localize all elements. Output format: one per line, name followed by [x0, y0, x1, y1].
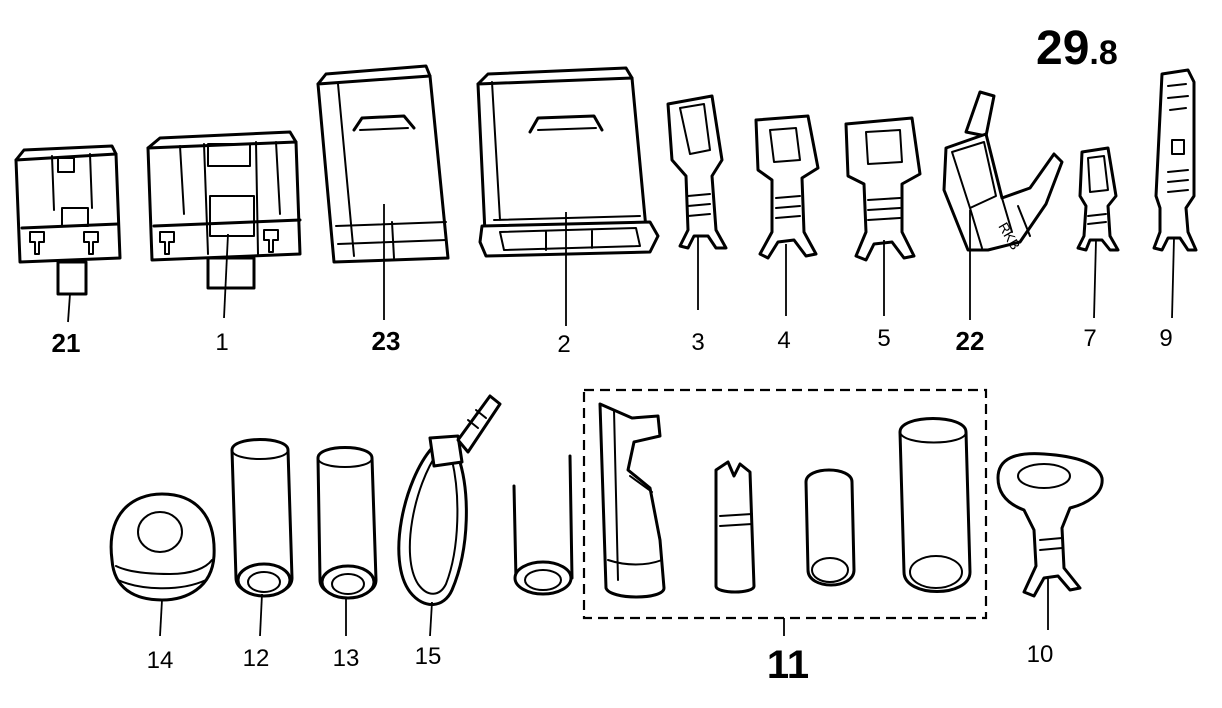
part-9-terminal	[1152, 68, 1198, 252]
part-14-grommet	[109, 492, 216, 602]
page-number-main: 29	[1036, 22, 1089, 75]
part-11-round-terminal	[598, 402, 666, 599]
part-11-short-sleeve	[804, 468, 856, 587]
part-2-cover	[476, 66, 660, 258]
part-13-sleeve	[316, 446, 378, 600]
part-11-small-pin	[714, 460, 756, 594]
part-7-terminal	[1076, 146, 1120, 252]
part-15-cable-tie	[397, 394, 502, 606]
callout-1: 1	[215, 329, 228, 356]
callout-4: 4	[777, 327, 790, 354]
group-11-box	[582, 388, 988, 620]
page-number: 29.8	[1036, 22, 1118, 75]
callout-2: 2	[557, 331, 570, 358]
part-3-terminal	[666, 94, 728, 250]
part-12-sleeve	[230, 438, 294, 598]
part-10-ring-terminal	[996, 452, 1104, 598]
callout-23: 23	[372, 326, 401, 356]
part-23-cover	[316, 64, 450, 264]
part-22-angled-terminal: RKB	[942, 90, 1064, 252]
part-4-terminal	[754, 114, 820, 260]
callout-13: 13	[333, 645, 360, 672]
callout-22: 22	[956, 326, 985, 356]
callout-12: 12	[243, 645, 270, 672]
callout-5: 5	[877, 325, 890, 352]
unlabeled-sleeve	[512, 454, 574, 596]
callout-11: 11	[767, 643, 809, 687]
part-1-connector-housing	[146, 130, 302, 290]
callout-7: 7	[1083, 325, 1096, 352]
part-11-long-sleeve	[898, 417, 972, 593]
callout-15: 15	[415, 643, 442, 670]
callout-9: 9	[1159, 325, 1172, 352]
callout-3: 3	[691, 329, 704, 356]
part-21-connector-housing	[14, 144, 122, 296]
callout-10: 10	[1027, 641, 1054, 668]
part-5-terminal	[844, 116, 922, 262]
callout-14: 14	[147, 647, 174, 674]
page-number-sub: .8	[1089, 34, 1117, 72]
callout-21: 21	[52, 328, 81, 358]
